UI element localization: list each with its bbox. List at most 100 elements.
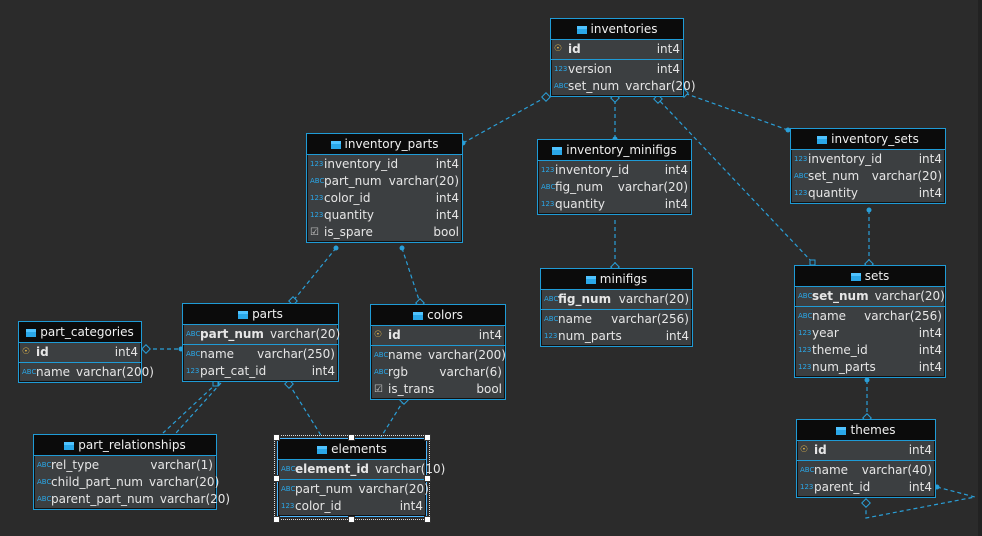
column-type: int4	[918, 152, 942, 166]
key-icon: ☉	[374, 330, 383, 340]
number-icon: 123	[544, 332, 558, 340]
selection-handle[interactable]	[348, 516, 355, 523]
column-name: num_parts	[558, 329, 622, 343]
table-icon	[576, 26, 587, 34]
table-header[interactable]: elements	[278, 439, 426, 460]
table-header[interactable]: colors	[371, 305, 505, 326]
column-name: quantity	[324, 208, 375, 222]
column-type: int4	[311, 364, 335, 378]
table-header[interactable]: inventory_sets	[791, 129, 945, 150]
table-header[interactable]: minifigs	[541, 269, 692, 290]
key-icon: ☉	[800, 445, 809, 455]
selection-handle[interactable]	[424, 516, 431, 523]
table-icon	[330, 141, 341, 149]
selection-handle[interactable]	[424, 475, 431, 482]
table-header[interactable]: part_relationships	[34, 435, 216, 456]
text-icon: ABC	[186, 350, 201, 358]
selection-handle[interactable]	[273, 434, 280, 441]
table-header[interactable]: sets	[795, 266, 945, 287]
selection-handle[interactable]	[273, 516, 280, 523]
table-header[interactable]: inventory_parts	[307, 134, 462, 155]
checkbox-icon: ☑	[310, 227, 319, 238]
text-icon: ABC	[186, 330, 201, 338]
table-header[interactable]: themes	[797, 420, 935, 441]
table-header[interactable]: inventories	[551, 19, 683, 40]
number-icon: 123	[541, 166, 555, 174]
selection-handle[interactable]	[273, 475, 280, 482]
column-type: int4	[908, 443, 932, 457]
column-name: color_id	[324, 191, 371, 205]
column-type: int4	[399, 499, 423, 513]
text-icon: ABC	[794, 172, 809, 180]
table-header[interactable]: parts	[183, 304, 338, 325]
number-icon: 123	[310, 211, 324, 219]
table-header[interactable]: inventory_minifigs	[538, 140, 691, 161]
selection-handle[interactable]	[424, 434, 431, 441]
column-type: int4	[478, 328, 502, 342]
table-header[interactable]: part_categories	[19, 322, 141, 343]
column-name: name	[558, 312, 593, 326]
column-name: fig_num	[555, 180, 604, 194]
column-name: year	[812, 326, 839, 340]
selection-handle[interactable]	[348, 434, 355, 441]
text-icon: ABC	[374, 351, 389, 359]
table-icon	[850, 273, 861, 281]
canvas-edge	[978, 0, 982, 536]
column-type: varchar(1)	[150, 458, 213, 472]
